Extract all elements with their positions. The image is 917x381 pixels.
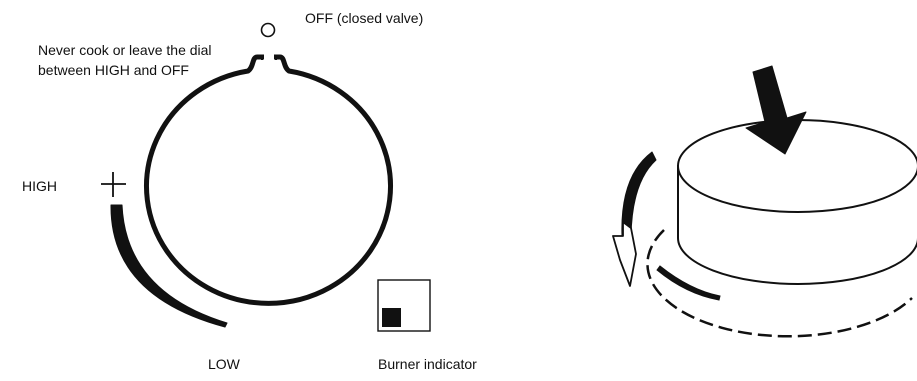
low-label: LOW — [208, 356, 240, 372]
burner-indicator-icon — [377, 279, 431, 332]
rotation-scale-dashes — [646, 229, 913, 338]
high-plus-icon — [101, 172, 126, 197]
push-down-arrow-icon — [745, 65, 807, 155]
dial-notch — [264, 54, 274, 60]
burner-indicator-label: Burner indicator — [378, 356, 477, 372]
off-label: OFF (closed valve) — [305, 10, 424, 26]
rotation-scale-bold — [656, 265, 721, 301]
knob-cylinder — [677, 119, 917, 285]
rotate-arrow-icon — [612, 151, 657, 287]
burner-indicator-square — [382, 308, 401, 327]
high-low-range-arc — [110, 204, 228, 328]
high-label: HIGH — [22, 178, 57, 194]
off-marker-icon — [260, 22, 276, 38]
warning-label: Never cook or leave the dial between HIG… — [38, 42, 212, 78]
dial-outline — [144, 54, 393, 306]
